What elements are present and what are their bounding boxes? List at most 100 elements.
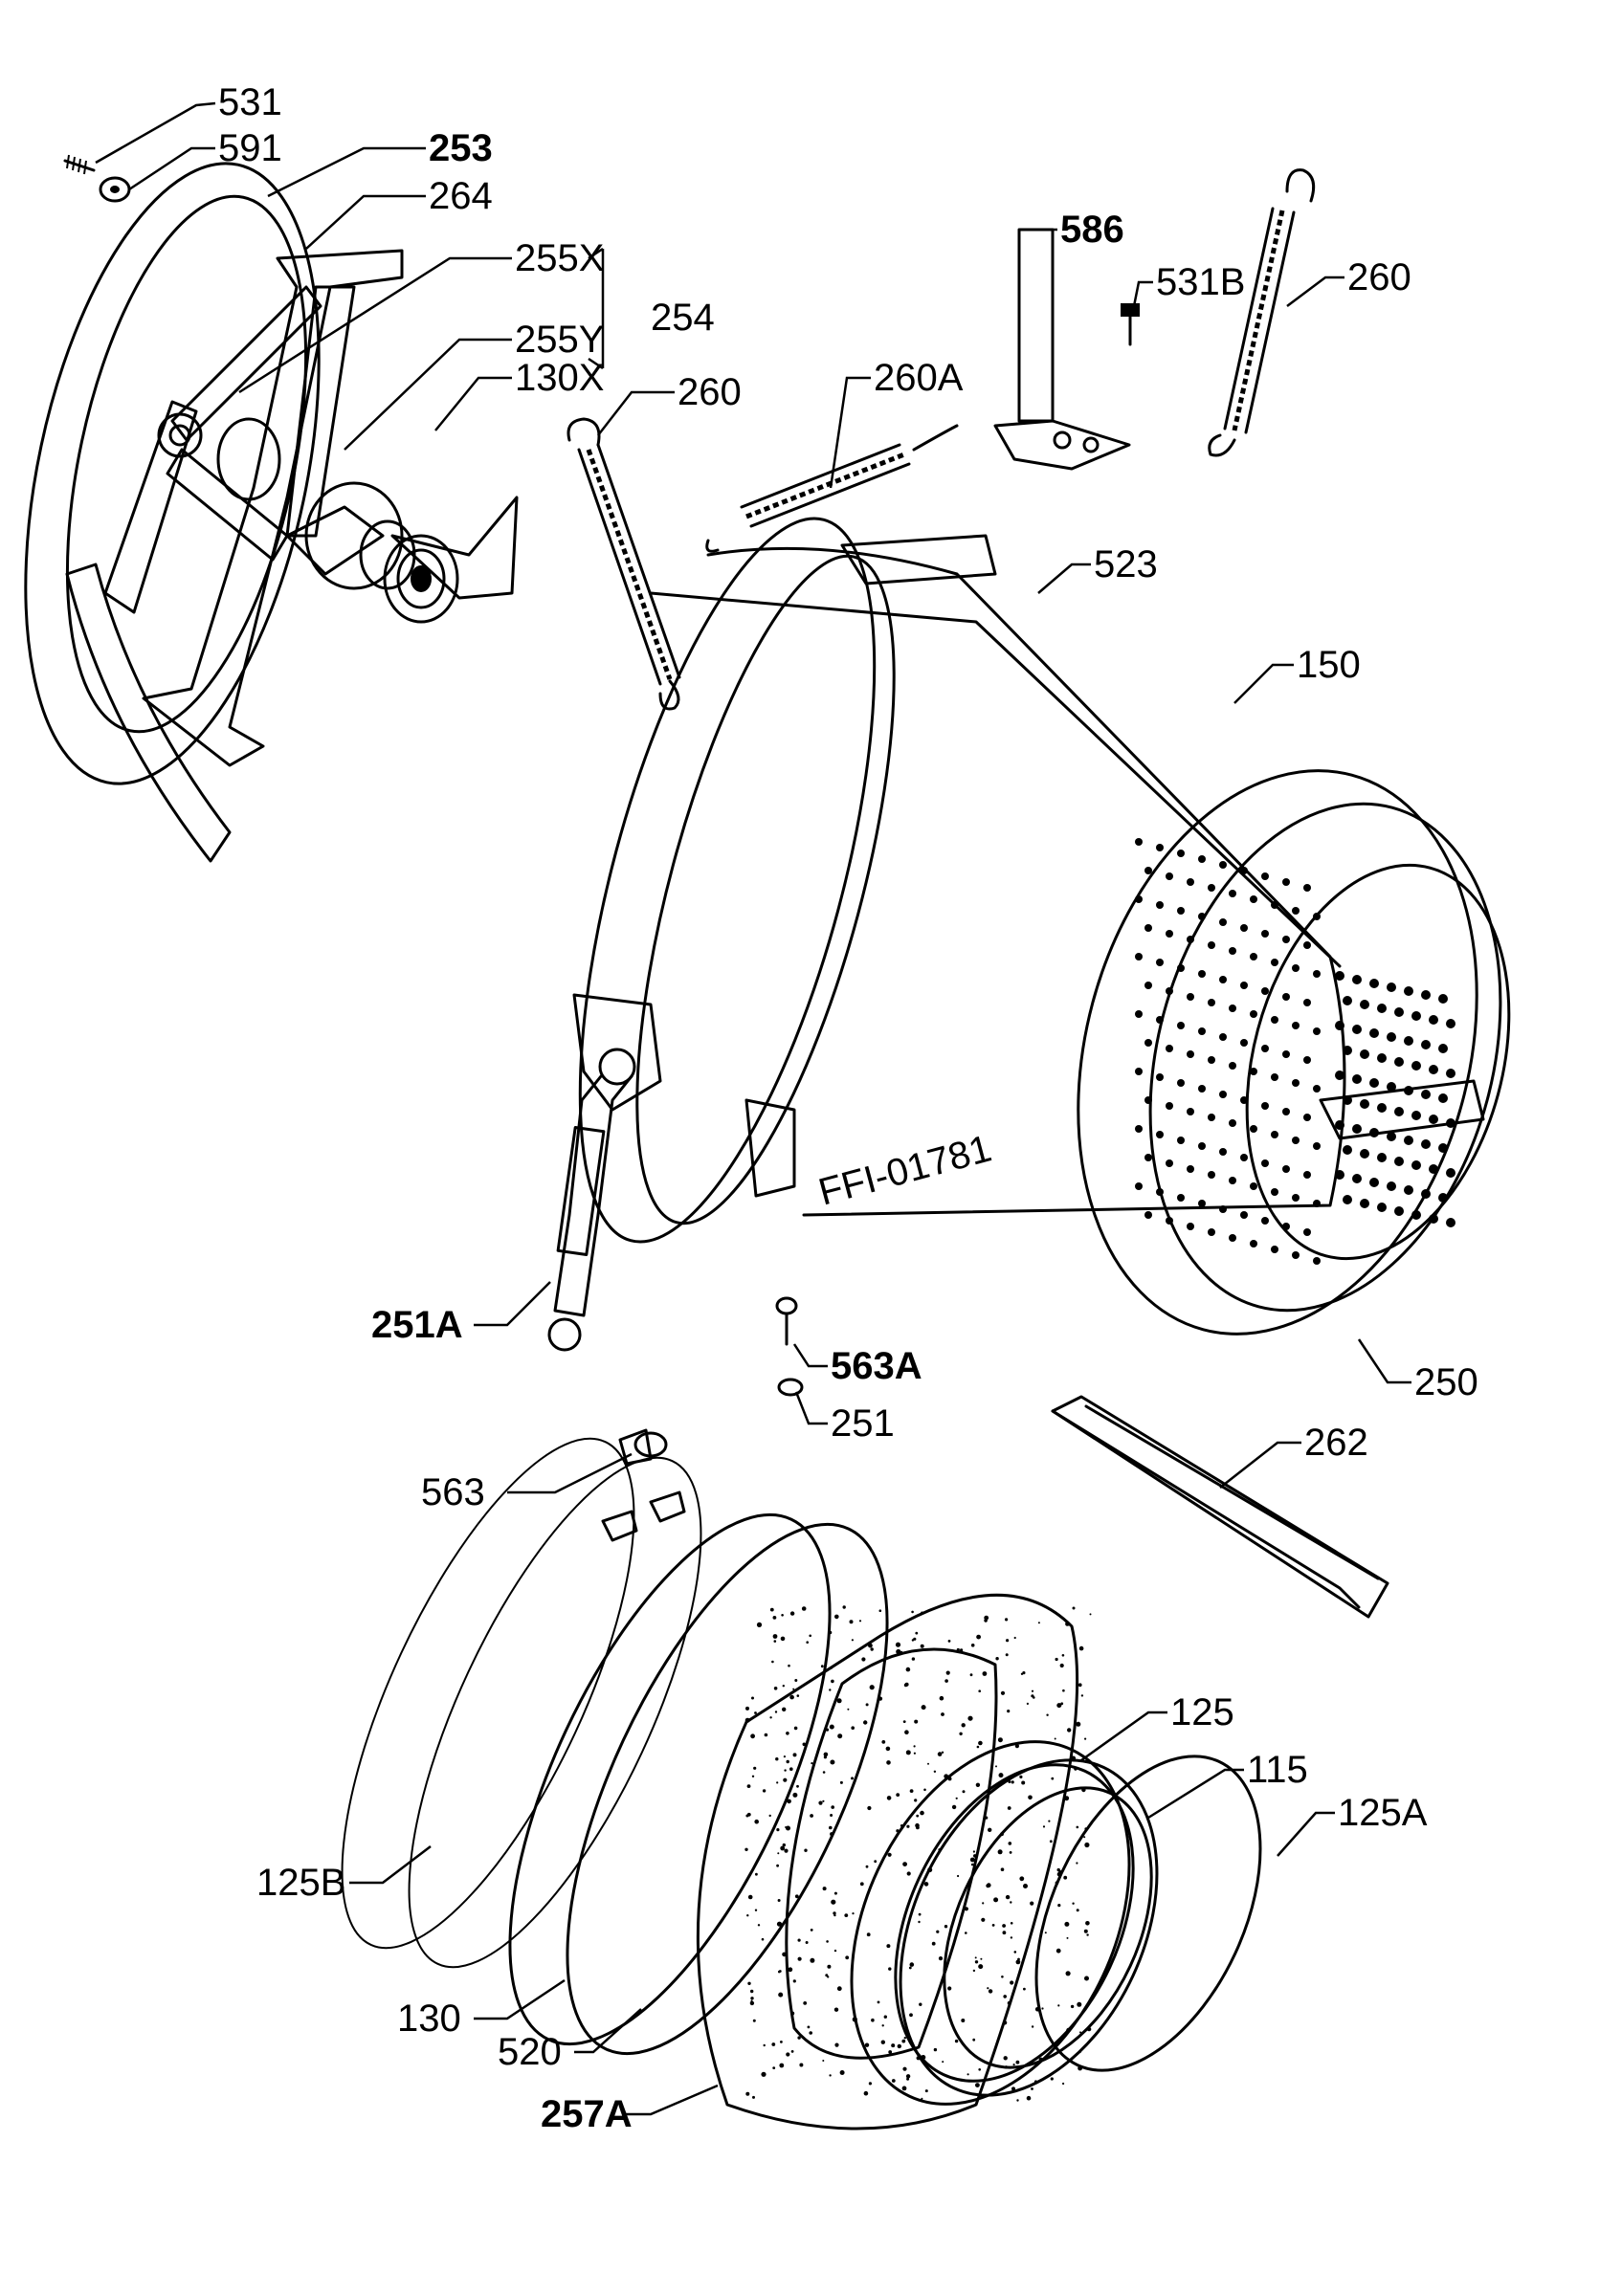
counterweight-grain	[906, 1824, 910, 1828]
counterweight-grain	[782, 1952, 787, 1957]
drum-perforation	[1177, 964, 1185, 972]
counterweight-grain	[1060, 1702, 1064, 1706]
drum-inner-perforation	[1429, 1115, 1438, 1124]
counterweight-grain	[769, 1716, 772, 1719]
drum-perforation	[1229, 947, 1236, 955]
drum-inner-perforation	[1335, 971, 1344, 981]
counterweight-grain	[1055, 1948, 1061, 1954]
counterweight-grain	[978, 1964, 984, 1970]
counterweight-grain	[975, 1782, 981, 1788]
drum-perforation	[1261, 930, 1269, 938]
counterweight-grain	[827, 1964, 832, 1969]
baffle-262	[1051, 1395, 1389, 1619]
label-591: 591	[218, 127, 282, 169]
counterweight-grain	[745, 1814, 749, 1818]
drum-perforation	[1198, 1142, 1206, 1150]
drum-inner-perforation	[1352, 1174, 1362, 1183]
counterweight-grain	[1085, 1921, 1090, 1926]
counterweight-grain	[911, 1657, 916, 1661]
counterweight-grain	[874, 1860, 878, 1864]
drum-perforation	[1282, 993, 1290, 1001]
counterweight-grain	[837, 1733, 843, 1739]
drum-inner-perforation	[1377, 1053, 1387, 1063]
drum-perforation	[1156, 1016, 1164, 1024]
drum-perforation	[1250, 895, 1257, 903]
counterweight-grain	[836, 1698, 842, 1704]
counterweight-grain	[1079, 2031, 1081, 2034]
drum-perforation	[1156, 959, 1164, 966]
counterweight-grain	[1050, 2077, 1054, 2081]
counterweight-grain	[1005, 1618, 1009, 1622]
counterweight-grain	[901, 2086, 907, 2091]
counterweight-grain	[933, 2047, 938, 2052]
counterweight-grain	[858, 1620, 862, 1623]
counterweight-grain	[967, 1715, 973, 1721]
counterweight-grain	[782, 1707, 787, 1712]
drum-inner-perforation	[1438, 1044, 1448, 1053]
counterweight-grain	[921, 1705, 926, 1711]
drum-inner-perforation	[1352, 975, 1362, 984]
counterweight-grain	[1021, 1780, 1026, 1785]
counterweight-grain	[1064, 1796, 1070, 1801]
counterweight-grain	[829, 2074, 832, 2077]
counterweight-grain	[871, 2018, 875, 2022]
drum-perforation	[1250, 953, 1257, 960]
drum-perforation	[1135, 1125, 1143, 1133]
drum-perforation	[1177, 907, 1185, 915]
counterweight-grain	[956, 1647, 960, 1652]
counterweight-grain	[976, 1634, 981, 1640]
counterweight-grain	[1037, 1622, 1040, 1624]
drum-inner-perforation	[1429, 1065, 1438, 1074]
drum-perforation	[1187, 1108, 1194, 1115]
drum-perforation	[1261, 987, 1269, 995]
drum-perforation	[1292, 1251, 1300, 1259]
drum-perforation	[1177, 1022, 1185, 1029]
counterweight-grain	[771, 2042, 776, 2046]
counterweight-grain	[1061, 1654, 1065, 1657]
drum-inner-perforation	[1446, 1019, 1455, 1028]
drum-inner-perforation	[1429, 1164, 1438, 1174]
counterweight-grain	[906, 2077, 910, 2081]
drum-perforation	[1229, 1119, 1236, 1127]
counterweight-grain	[811, 1762, 813, 1765]
counterweight-grain	[751, 1696, 754, 1700]
counterweight-grain	[797, 2036, 801, 2040]
counterweight-grain	[973, 1854, 977, 1858]
counterweight-grain	[1002, 2020, 1008, 2025]
counterweight-grain	[904, 1682, 909, 1687]
counterweight-grain	[986, 1884, 990, 1888]
drum-perforation	[1166, 987, 1173, 995]
drum-250	[1077, 769, 1511, 1336]
part-labels: 531 591 253 264 255X 254 255Y 130X 260 2…	[218, 81, 1478, 2135]
counterweight-grain	[976, 1745, 980, 1749]
counterweight-grain	[776, 1781, 779, 1784]
counterweight-grain	[789, 1694, 794, 1700]
drum-inner-perforation	[1438, 994, 1448, 1004]
counterweight-grain	[1003, 1995, 1007, 1998]
drum-perforation	[1208, 884, 1215, 892]
counterweight-grain	[762, 1789, 767, 1793]
drum-perforation	[1219, 861, 1227, 869]
drum-inner-perforation	[1377, 1153, 1387, 1162]
counterweight-grain	[975, 2083, 980, 2088]
counterweight-grain	[919, 2002, 922, 2006]
counterweight-grain	[1066, 1936, 1069, 1939]
drum-inner-perforation	[1421, 1189, 1431, 1199]
shock-absorber-251a	[547, 1048, 636, 1352]
counterweight-grain	[1010, 1922, 1013, 1925]
counterweight-grain	[937, 1752, 943, 1756]
drum-perforation	[1135, 1010, 1143, 1018]
counterweight-grain	[1083, 1836, 1086, 1839]
drum-inner-perforation	[1343, 1095, 1352, 1105]
counterweight-grain	[1013, 1951, 1017, 1954]
drum-perforation	[1240, 1096, 1248, 1104]
counterweight-grain	[751, 1775, 755, 1778]
counterweight-grain	[1010, 1936, 1013, 1939]
drum-inner-perforation	[1404, 1036, 1413, 1046]
clamp-125b	[341, 1437, 635, 1950]
drum-perforation	[1250, 1240, 1257, 1247]
counterweight-grain	[918, 1912, 922, 1916]
counterweight-grain	[826, 1940, 829, 1943]
counterweight-grain	[1078, 1645, 1084, 1651]
counterweight-grain	[1015, 1959, 1021, 1965]
